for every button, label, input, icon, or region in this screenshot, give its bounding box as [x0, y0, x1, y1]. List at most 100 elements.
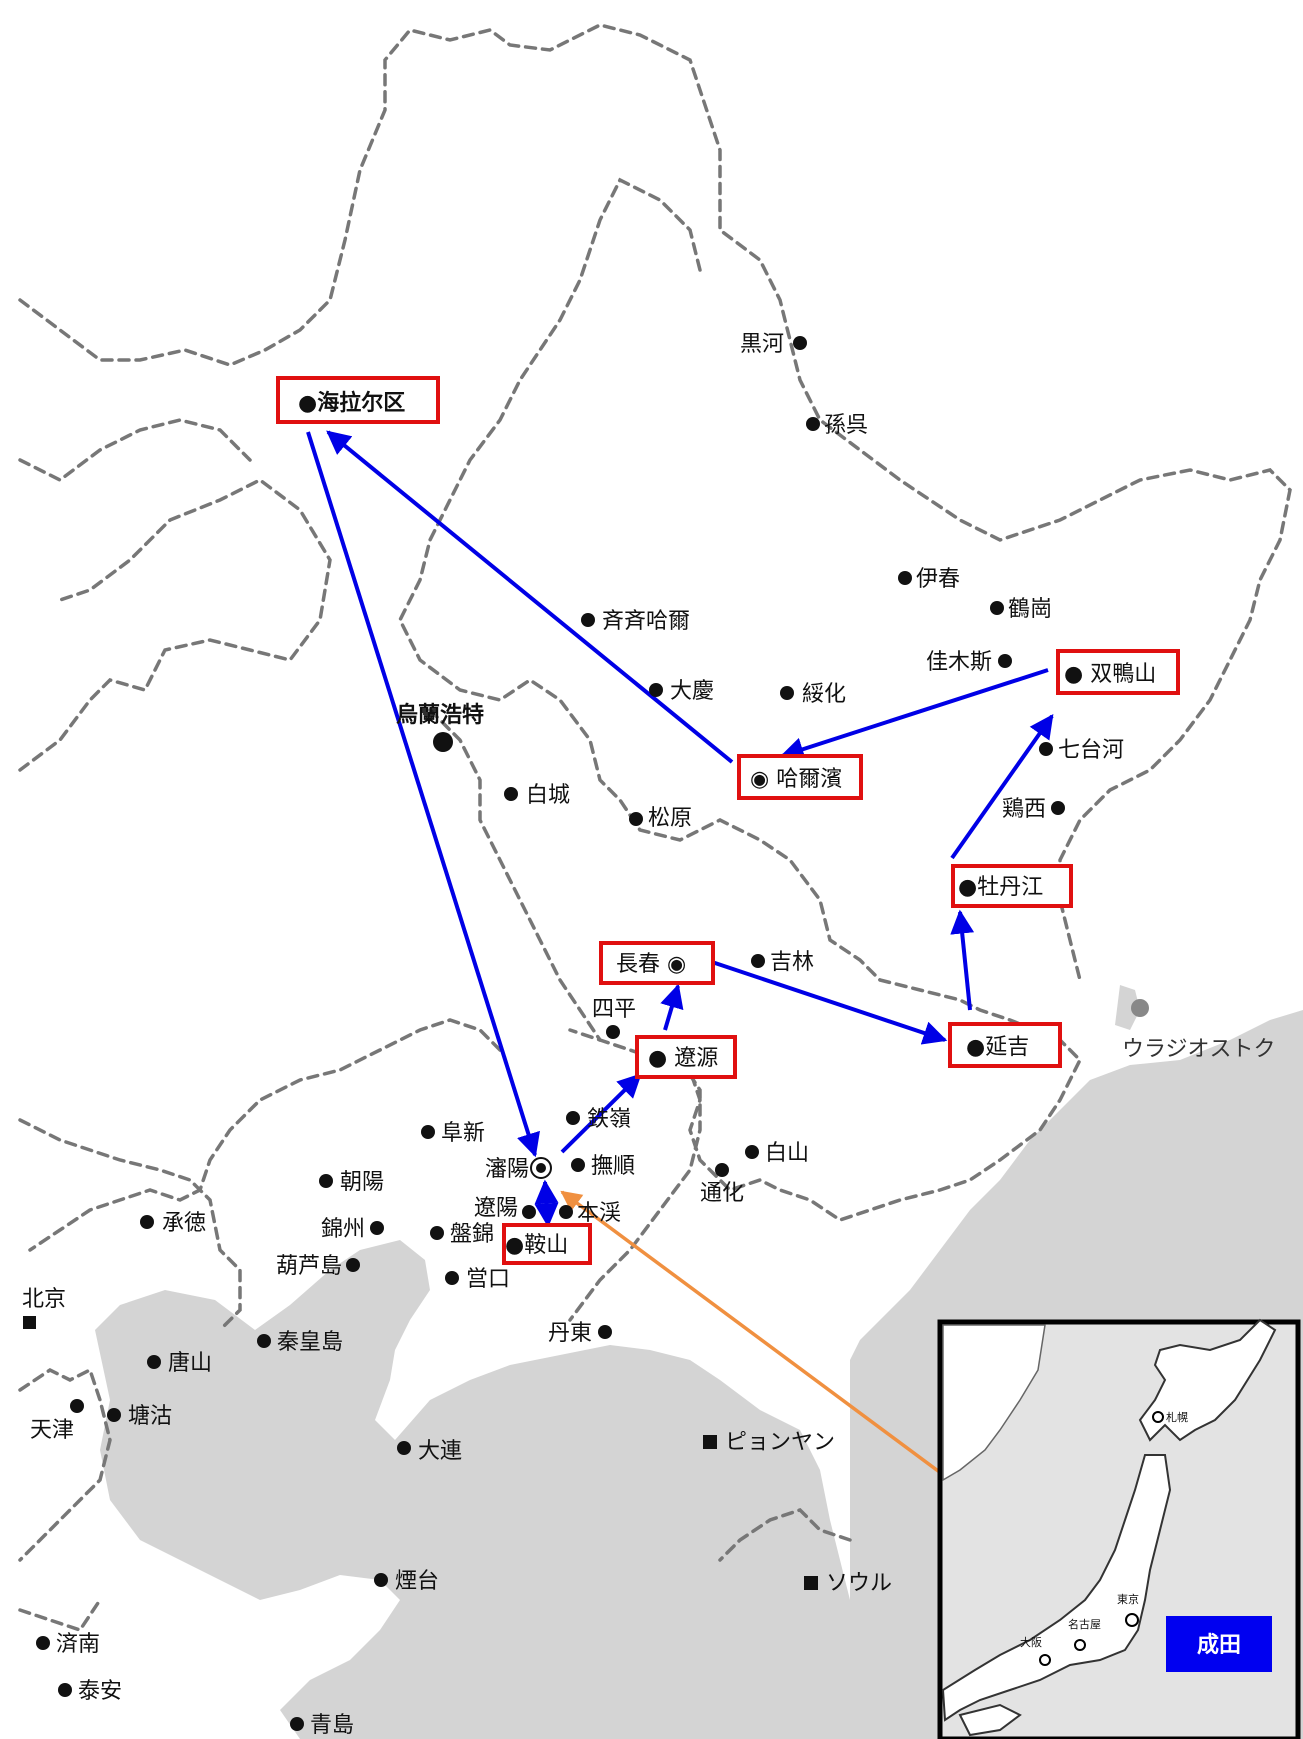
route-mudanjiang-shuangyashan [950, 714, 1054, 860]
city-label-heihe: 黒河 [740, 332, 784, 357]
city-label-tieling: 鉄嶺 [587, 1107, 631, 1132]
city-label-tangshan: 唐山 [168, 1351, 212, 1376]
city-label-qinhuangdao: 秦皇島 [277, 1330, 343, 1355]
city-label-yingkou: 営口 [466, 1267, 510, 1292]
city-dot-pyongyang [703, 1435, 717, 1449]
city-dot-fuxin [421, 1125, 435, 1139]
inset-label-osaka: 大阪 [1020, 1635, 1042, 1649]
stop-label-mudanjiang: ●牡丹江 [958, 875, 1043, 900]
highlighted-stops: ●海拉尔区 ◉ 哈爾濱 ● 双鴨山 ●牡丹江 ●延吉 長春 ◉ ● 遼源 ●鞍 [276, 376, 1180, 1265]
inset-dot-sapporo [1152, 1411, 1164, 1423]
city-dot-jixi [1051, 801, 1065, 815]
route-hailar-shenyang [306, 431, 540, 1158]
city-dot-dalian [397, 1441, 411, 1455]
stop-label-harbin: ◉ 哈爾濱 [750, 767, 842, 792]
city-dot-dandong [598, 1325, 612, 1339]
stop-label-changchun: 長春 ◉ [616, 952, 686, 977]
city-markers [23, 336, 1149, 1731]
city-dot-tanggu [107, 1408, 121, 1422]
city-label-jiamusi: 佳木斯 [926, 650, 992, 675]
stop-label-hailar: ●海拉尔区 [298, 390, 405, 416]
inset-honshu [941, 1454, 1172, 1722]
stop-mudanjiang: ●牡丹江 [951, 864, 1073, 908]
route-lines [306, 430, 1054, 1228]
narita-badge: 成田 [1166, 1616, 1272, 1672]
city-label-hegang: 鶴崗 [1008, 597, 1052, 622]
city-dot-tonghua [715, 1163, 729, 1177]
city-dot-siping [606, 1025, 620, 1039]
stop-yanji: ●延吉 [948, 1022, 1062, 1068]
city-dot-qinhuangdao [257, 1334, 271, 1348]
city-label-tonghua: 通化 [700, 1181, 744, 1206]
city-label-qingdao: 青島 [310, 1713, 354, 1738]
city-dot-fushun [571, 1158, 585, 1172]
city-label-daqing: 大慶 [670, 679, 714, 704]
city-label-baicheng: 白城 [526, 783, 570, 808]
city-dot-songyuan [629, 812, 643, 826]
city-dot-liaoyang [522, 1205, 536, 1219]
korea-peninsula-inlet [1115, 985, 1140, 1030]
inset-label-nagoya: 名古屋 [1068, 1617, 1101, 1631]
city-dot-yichun [898, 571, 912, 585]
city-dot-huludao [346, 1258, 360, 1272]
route-shuangyashan-harbin [779, 668, 1049, 761]
city-dot-hegang [990, 601, 1004, 615]
city-label-baishan: 白山 [765, 1141, 809, 1166]
city-dot-beijing [23, 1316, 36, 1329]
inset-dot-tokyo [1125, 1613, 1139, 1627]
city-label-vladivostok: ウラジオストク [1122, 1037, 1276, 1062]
city-dot-panjin [430, 1226, 444, 1240]
city-dot-baicheng [504, 787, 518, 801]
city-label-ulanhot: 烏蘭浩特 [396, 702, 484, 728]
city-label-fuxin: 阜新 [441, 1121, 485, 1146]
city-dot-yantai [374, 1573, 388, 1587]
route-shenyang-liaoyuan [560, 1073, 642, 1154]
city-label-taian: 泰安 [78, 1679, 122, 1704]
route-shenyang-anshan [534, 1179, 559, 1228]
stop-label-yanji: ●延吉 [966, 1035, 1029, 1060]
city-label-chaoyang: 朝陽 [340, 1170, 384, 1195]
stop-label-anshan: ●鞍山 [505, 1233, 568, 1258]
city-label-qitaihe: 七台河 [1058, 738, 1124, 763]
inset-label-tokyo: 東京 [1117, 1592, 1139, 1606]
city-label-jixi: 鶏西 [1002, 797, 1046, 822]
city-dot-qitaihe [1039, 742, 1053, 756]
japan-inset: 札幌 東京 名古屋 大阪 成田 [937, 1318, 1301, 1739]
city-dot-qingdao [290, 1717, 304, 1731]
city-label-jinan: 済南 [56, 1632, 100, 1657]
city-label-jinzhou: 錦州 [321, 1217, 365, 1242]
city-dot-tianjin [70, 1399, 84, 1413]
city-dot-tangshan [147, 1355, 161, 1369]
city-label-dalian: 大連 [418, 1439, 462, 1464]
city-dot-benxi [559, 1205, 573, 1219]
city-dot-sunwu [806, 417, 820, 431]
city-dot-chaoyang [319, 1174, 333, 1188]
city-label-qiqihar: 斉斉哈爾 [602, 609, 690, 634]
stop-harbin: ◉ 哈爾濱 [737, 754, 863, 800]
stop-anshan: ●鞍山 [502, 1223, 592, 1265]
city-dot-heihe [793, 336, 807, 350]
city-label-panjin: 盤錦 [450, 1222, 494, 1247]
city-label-dandong: 丹東 [548, 1321, 592, 1346]
city-dot-seoul [804, 1576, 818, 1590]
inset-dot-nagoya [1074, 1639, 1086, 1651]
city-label-tianjin: 天津 [30, 1418, 74, 1443]
city-dot-qiqihar [581, 613, 595, 627]
city-dot-jiamusi [998, 654, 1012, 668]
city-dot-shenyang [530, 1157, 552, 1179]
inset-dot-osaka [1039, 1654, 1051, 1666]
city-dot-jilin [751, 954, 765, 968]
city-label-siping: 四平 [592, 997, 636, 1022]
city-label-shenyang: 瀋陽 [485, 1157, 529, 1182]
stop-liaoyuan: ● 遼源 [635, 1035, 737, 1079]
route-yanji-mudanjiang [950, 909, 975, 1011]
city-label-huludao: 葫芦島 [276, 1254, 342, 1279]
stop-hailar: ●海拉尔区 [276, 376, 440, 424]
city-dot-suihua [780, 686, 794, 700]
city-dot-yingkou [445, 1271, 459, 1285]
inset-hokkaido [1138, 1318, 1277, 1442]
inset-continent [942, 1324, 1046, 1482]
stop-label-liaoyuan: ● 遼源 [648, 1046, 718, 1071]
city-label-seoul: ソウル [826, 1571, 892, 1596]
